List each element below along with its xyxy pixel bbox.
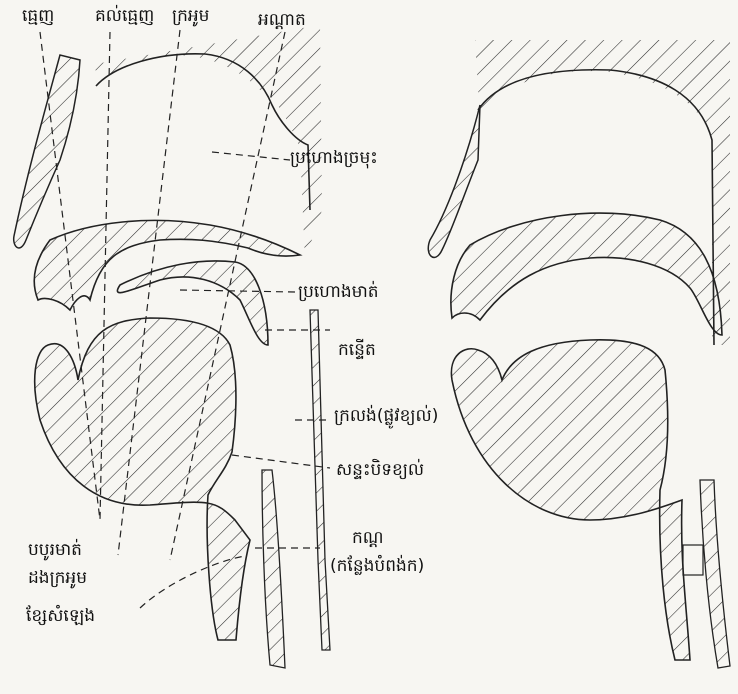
right-nose: [428, 105, 480, 257]
label-larynx-title: កណ្ដ: [352, 528, 384, 548]
label-velum: អណ្ដាត: [258, 10, 306, 30]
label-tooth-ridge: គល់ធ្មេញ: [95, 6, 154, 26]
label-lips: បបូរមាត់: [28, 540, 82, 560]
label-hard-palate: ក្រអូម: [172, 6, 209, 26]
label-larynx-sub: (កន្លែងបំពង់ក): [330, 556, 424, 576]
right-trachea: [700, 480, 730, 668]
right-palate: [451, 213, 722, 335]
label-epiglottis: សន្ទះបិទខ្យល់: [336, 460, 424, 480]
label-oral-cavity: ប្រហោងមាត់: [298, 282, 379, 302]
left-trachea: [262, 470, 285, 668]
left-pharynx-wall: [310, 310, 330, 650]
label-pharynx: ក្រលង់(ផ្លូវខ្យល់): [334, 406, 438, 426]
label-vocal-cords: ខ្សែសំឡេង: [26, 606, 95, 626]
right-tongue: [451, 340, 690, 660]
label-palate-roof: ដងក្រអូម: [28, 568, 87, 588]
label-nasal-cavity: ប្រហោងច្រមុះ: [290, 148, 378, 168]
label-uvula: កន្ទើត: [338, 340, 376, 360]
right-nasal-roof: [475, 40, 730, 345]
left-tongue: [35, 318, 250, 640]
label-teeth: ធ្មេញ: [22, 6, 54, 26]
right-figure: [428, 40, 730, 668]
